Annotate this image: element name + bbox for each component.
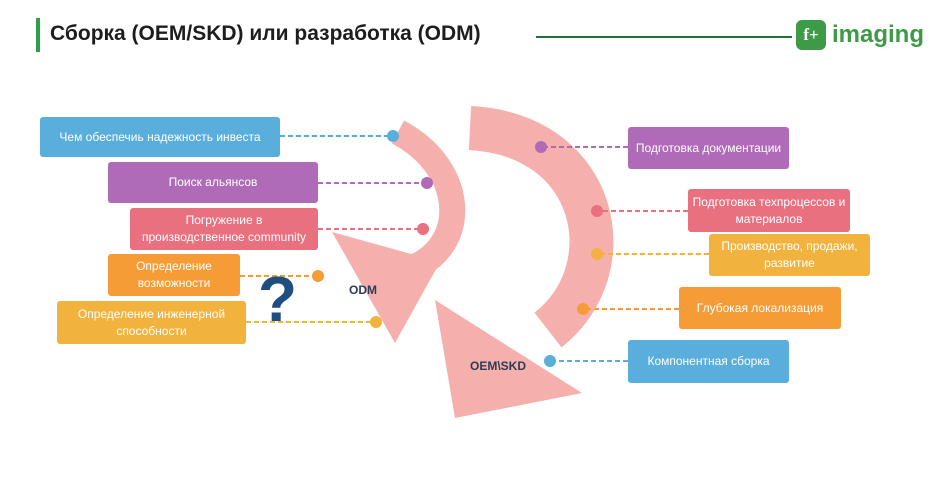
- oem-connector-dot: [535, 141, 547, 153]
- oem-skd-label: OEM\SKD: [470, 359, 527, 373]
- page-title: Сборка (OEM/SKD) или разработка (ODM): [50, 22, 481, 45]
- oem-item-box: Глубокая локализация: [679, 287, 841, 329]
- question-mark: ?: [258, 263, 298, 335]
- odm-item-box: Погружение в производственное community: [130, 208, 318, 250]
- odm-connector-dot: [417, 223, 429, 235]
- odm-connector-dot: [370, 316, 382, 328]
- odm-item-label: Погружение в производственное community: [141, 213, 307, 244]
- odm-item-label: Определение возможности: [136, 259, 212, 290]
- oem-item-box: Подготовка техпроцессов и материалов: [688, 189, 850, 232]
- odm-arrow-head: [332, 232, 440, 343]
- oem-item-box: Компонентная сборка: [628, 340, 789, 383]
- oem-item-label: Производство, продажи, развитие: [721, 239, 858, 270]
- odm-item-label: Чем обеспечиь надежность инвеста: [59, 129, 261, 144]
- oem-item-label: Подготовка документации: [635, 140, 782, 155]
- odm-arrow-body: [391, 120, 466, 285]
- odm-item-label: Поиск альянсов: [168, 175, 258, 189]
- oem-item-box: Производство, продажи, развитие: [709, 234, 870, 276]
- odm-connector-dot: [312, 270, 324, 282]
- oem-arrow-body: [468, 106, 614, 348]
- oem-item-label: Компонентная сборка: [647, 354, 770, 368]
- logo-icon: f+: [796, 20, 826, 50]
- odm-item-label: Определение инженерной способности: [77, 306, 226, 338]
- oem-connector-dot: [591, 205, 603, 217]
- oem-item-label: Глубокая локализация: [696, 300, 824, 315]
- oem-arrow-head: [435, 300, 582, 418]
- odm-label: ODM: [349, 283, 377, 297]
- oem-item-box: Подготовка документации: [628, 127, 789, 169]
- title-divider: [536, 36, 792, 38]
- logo-text: imaging: [832, 21, 925, 48]
- odm-item-box: Определение возможности: [108, 254, 240, 296]
- odm-connector-dot: [387, 130, 399, 142]
- logo: f+ imaging: [796, 19, 924, 51]
- oem-connector-dot: [591, 248, 603, 260]
- odm-item-box: Поиск альянсов: [108, 162, 318, 203]
- oem-connector-dot: [577, 303, 589, 315]
- odm-item-box: Определение инженерной способности: [57, 301, 246, 344]
- title-accent-bar: [36, 18, 40, 52]
- odm-connector-dot: [421, 177, 433, 189]
- oem-item-label: Подготовка техпроцессов и материалов: [692, 194, 846, 226]
- odm-item-box: Чем обеспечиь надежность инвеста: [40, 117, 280, 157]
- oem-connector-dot: [544, 355, 556, 367]
